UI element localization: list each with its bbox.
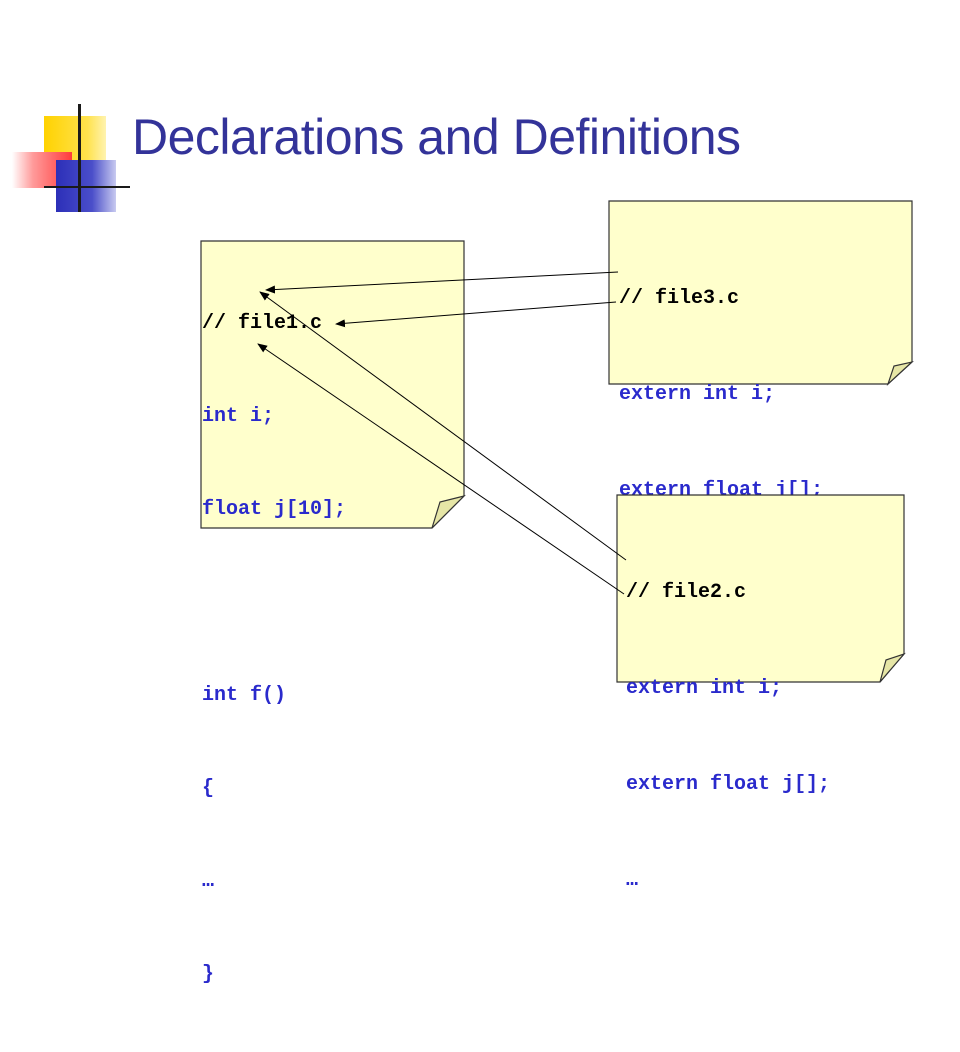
code-line: float j[10]; xyxy=(202,498,347,521)
code-line: } xyxy=(202,963,215,986)
code-line: extern float j[]; xyxy=(626,773,831,796)
code-line: // file3.c xyxy=(619,287,740,310)
slide-title: Declarations and Definitions xyxy=(132,109,741,165)
note-file1: // file1.c int i; float j[10]; ​ int f()… xyxy=(200,240,466,986)
note-file1-code: // file1.c int i; float j[10]; ​ int f()… xyxy=(202,246,346,1052)
code-line: int f() xyxy=(202,684,287,707)
code-line: // file1.c xyxy=(202,312,323,335)
code-line: // file2.c xyxy=(626,581,747,604)
code-line: extern int i; xyxy=(619,383,776,406)
ornament-vertical-line xyxy=(78,104,81,212)
code-line: ​ xyxy=(202,587,346,618)
code-line: … xyxy=(626,869,639,892)
note-file2: // file2.c extern int i; extern float j[… xyxy=(616,494,906,892)
code-line: { xyxy=(202,777,215,800)
code-line: … xyxy=(202,870,215,893)
note-file2-background xyxy=(616,494,906,683)
ornament-horizontal-line xyxy=(44,186,130,188)
note-file2-code: // file2.c extern int i; extern float j[… xyxy=(626,513,830,961)
code-line: extern int i; xyxy=(626,677,783,700)
note-file3: // file3.c extern int i; extern float j[… xyxy=(608,200,914,598)
code-line: int i; xyxy=(202,405,275,428)
